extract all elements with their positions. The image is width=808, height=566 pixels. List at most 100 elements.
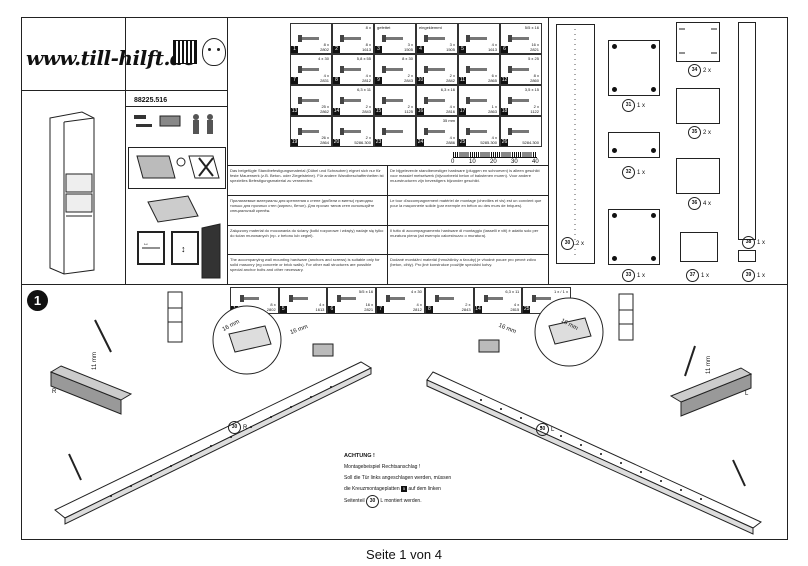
part-number: 5: [279, 306, 287, 313]
mounting-plate: [478, 339, 500, 353]
instruction-text-nl: De bijgeleverde standbevestiger hardware…: [390, 168, 540, 183]
part-number: 2: [333, 46, 340, 53]
part-dimension: 5,8 x 55: [356, 56, 371, 61]
screw-icon: [337, 295, 357, 302]
part-dimension: 5/5 x 16: [524, 25, 539, 30]
text-grid-divider: [227, 225, 548, 226]
screwdriver-icon: [684, 345, 696, 377]
part-dimension: 1 x / 1 x: [553, 289, 568, 294]
assembly-illustration: [49, 291, 762, 535]
screw-icon: [382, 97, 403, 104]
part-number: 8: [333, 77, 340, 84]
part-number: 25: [523, 306, 531, 313]
part-number: 7: [291, 77, 298, 84]
part-number: 1: [291, 46, 298, 53]
panel-32-shelf: [608, 132, 660, 158]
text-grid-divider: [387, 165, 388, 284]
instruction-text-de: Das beigefügte Standbefestigungsmaterial…: [230, 168, 384, 183]
achtung-line: Seitenteil: [344, 498, 365, 504]
instruction-text-pl: Załączony materiał do mocowania do ścian…: [230, 228, 384, 238]
dimension-label-11mm: 11 mm: [705, 356, 712, 374]
page-indicator: Seite 1 von 4: [366, 547, 442, 562]
instruction-sheet-frame: [21, 17, 788, 540]
part-number: 3: [375, 46, 382, 53]
part-dimension: 6,3 x 16: [440, 87, 455, 92]
screw-icon: [382, 66, 403, 73]
part-number: 17: [459, 108, 466, 115]
screw-icon: [508, 97, 529, 104]
screw-icon: [298, 128, 319, 135]
cabinet-mini-icon: [618, 293, 634, 341]
person-icon: [193, 120, 199, 134]
part-number: 16: [417, 108, 424, 115]
panel-30-side: [556, 24, 595, 264]
screw-icon: [508, 66, 529, 73]
smile-icon: [176, 157, 186, 167]
mounting-plate: [312, 343, 334, 357]
part-hint: eingeklemmt: [419, 25, 442, 30]
screw-icon: [434, 295, 454, 302]
part-number: 6: [328, 306, 336, 313]
part-dimension: 35 mm: [442, 118, 455, 123]
screw-icon: [508, 128, 529, 135]
hammer-icon: [136, 124, 152, 127]
cabinet-mini-icon: [167, 291, 183, 343]
instruction-text-cz: Dodané montážní materiál (hmoždinky a šr…: [390, 257, 537, 267]
ruler-label: 10: [469, 159, 476, 165]
screwdriver-icon: [732, 459, 746, 487]
panel-31-top: [608, 40, 660, 96]
svg-text:↔: ↔: [143, 241, 149, 247]
screw-icon: [298, 66, 319, 73]
part-dimension: 4 x 30: [318, 56, 329, 61]
qr-code-icon[interactable]: [173, 40, 197, 64]
screwdriver-icon: [134, 115, 146, 119]
part-number: 26: [501, 139, 508, 146]
brand-logo[interactable]: www.till-hilft.de: [26, 46, 196, 70]
ruler-label: 30: [511, 159, 518, 165]
part-number: 4: [417, 46, 424, 53]
panel-36-panel: [676, 158, 720, 194]
tools-row: [132, 110, 222, 140]
screw-icon: [466, 35, 487, 42]
header-divider: [125, 106, 227, 107]
section-divider: [21, 284, 788, 285]
part-dimension: 8 x: [365, 25, 371, 30]
instruction-text-ru: Прилагаемые материалы для крепления к ст…: [230, 198, 375, 213]
panel-37-panel: [680, 232, 718, 262]
text-grid-divider: [227, 254, 548, 255]
hardware-part-23: 23: [374, 116, 416, 147]
part-number: 11: [459, 77, 466, 84]
achtung-line: auf dem linken: [408, 486, 441, 492]
person-icon: [207, 120, 213, 134]
ruler-label: 0: [451, 159, 455, 165]
column-divider: [227, 17, 228, 284]
text-grid-divider: [227, 195, 548, 196]
screw-icon: [424, 66, 445, 73]
screw-icon: [340, 66, 361, 73]
